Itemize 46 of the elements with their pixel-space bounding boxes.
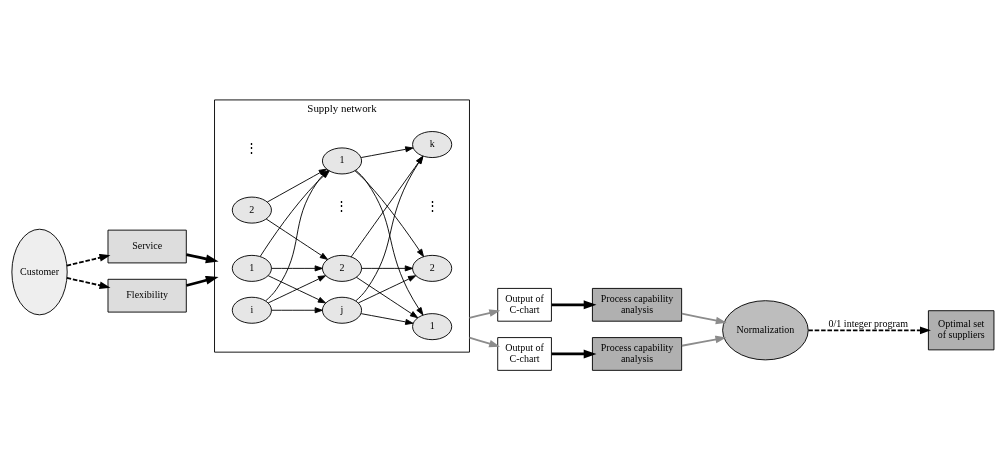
arrow — [551, 300, 597, 310]
arrow — [355, 155, 424, 302]
node-box: Optimal set of suppliers — [927, 310, 995, 351]
node-box: Flexibility — [107, 278, 187, 313]
arrow — [65, 254, 111, 267]
arrow — [271, 265, 323, 272]
arrow — [186, 275, 219, 287]
node-ellipse: 1 — [412, 313, 453, 341]
arrow — [354, 170, 425, 258]
node-ellipse: Customer — [11, 228, 68, 316]
arrow — [680, 312, 727, 325]
arrow — [360, 146, 414, 158]
node-ellipse: 2 — [231, 196, 272, 224]
arrow — [355, 169, 424, 316]
arrow — [468, 336, 501, 348]
edge-label: 0/1 integer program — [828, 318, 909, 330]
node-ellipse: 1 — [231, 254, 272, 282]
node-ellipse: 2 — [412, 254, 453, 282]
node-box: Process capability analysis — [591, 287, 683, 322]
label: ⋮ — [245, 140, 259, 155]
node-box: Service — [107, 229, 187, 264]
arrow — [65, 277, 111, 290]
arrow — [271, 307, 323, 314]
arrow — [551, 349, 597, 359]
arrow — [468, 309, 501, 319]
node-ellipse: k — [412, 131, 453, 158]
arrow — [807, 326, 931, 335]
node-ellipse: Normalization — [722, 300, 809, 361]
node-box: Process capability analysis — [591, 337, 683, 371]
node-box: Output of C-chart — [497, 337, 552, 371]
arrow — [357, 275, 417, 304]
arrow — [186, 253, 219, 264]
arrow — [267, 275, 327, 304]
arrow — [350, 155, 424, 258]
node-ellipse: j — [321, 296, 363, 324]
arrow — [265, 218, 328, 260]
node-box: Output of C-chart — [497, 287, 552, 322]
arrow — [266, 168, 327, 203]
label: ⋮ — [335, 198, 349, 213]
arrow — [680, 335, 727, 347]
arrow — [361, 265, 413, 272]
label: ⋮ — [425, 198, 439, 213]
node-ellipse: i — [231, 296, 272, 324]
arrow — [355, 276, 419, 319]
node-ellipse: 1 — [321, 147, 363, 175]
arrow — [360, 313, 414, 325]
